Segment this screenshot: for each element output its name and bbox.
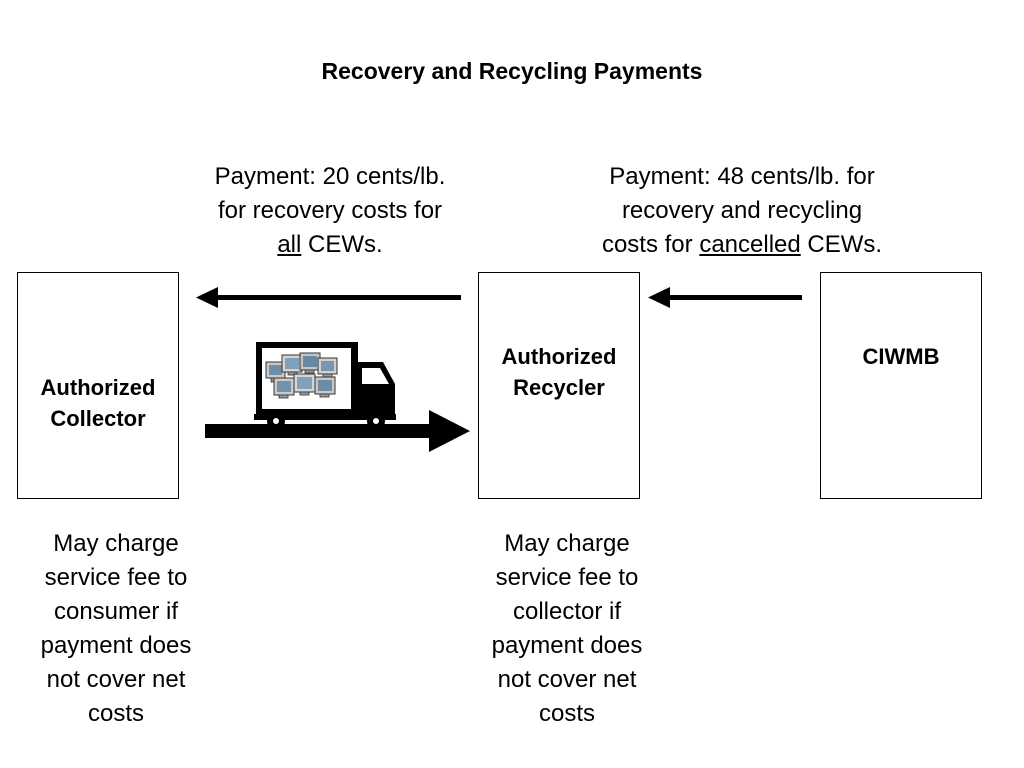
- diagram-title: Recovery and Recycling Payments: [321, 58, 703, 84]
- box-label: Authorized Collector: [18, 372, 178, 434]
- note-line: costs: [87, 700, 144, 727]
- note-line: costs: [538, 700, 595, 727]
- box-label: CIWMB: [862, 344, 940, 369]
- payment-line: Payment: 48 cents/lb. for: [609, 163, 875, 190]
- authorized-collector-box: Authorized Collector: [17, 272, 179, 499]
- note-line: payment does: [491, 632, 643, 659]
- ciwmb-box: CIWMB: [820, 272, 982, 499]
- note-line: not cover net: [497, 666, 637, 693]
- emphasis-all: all: [277, 231, 302, 258]
- payment-line-rest: CEWs.: [301, 231, 383, 258]
- payment-line-rest: CEWs.: [800, 231, 883, 258]
- note-line: service fee to: [495, 564, 639, 591]
- box-label-line: Collector: [50, 406, 146, 431]
- payment-label-recycler-to-collector: Payment: 20 cents/lb. for recovery costs…: [160, 160, 500, 262]
- emphasis-cancelled: cancelled: [699, 231, 801, 258]
- collector-fee-note: May charge service fee to consumer if pa…: [16, 527, 216, 731]
- payment-arrow-left-1: [196, 287, 461, 308]
- authorized-recycler-box: Authorized Recycler: [478, 272, 640, 499]
- payment-line: Payment: 20 cents/lb.: [214, 163, 446, 190]
- box-label-line: Authorized: [501, 344, 617, 369]
- note-line: payment does: [40, 632, 192, 659]
- note-line: collector if: [512, 598, 622, 625]
- payment-line: recovery and recycling: [621, 197, 863, 224]
- recycler-fee-note: May charge service fee to collector if p…: [467, 527, 667, 731]
- box-label-line: Authorized: [40, 375, 156, 400]
- note-line: not cover net: [46, 666, 186, 693]
- note-line: service fee to: [44, 564, 188, 591]
- payment-line-prefix: costs for: [601, 231, 700, 258]
- payment-line: for recovery costs for: [217, 197, 443, 224]
- computer-monitors-icon: [265, 352, 338, 399]
- payment-arrow-left-2: [648, 287, 802, 308]
- payment-label-ciwmb-to-recycler: Payment: 48 cents/lb. for recovery and r…: [562, 160, 922, 262]
- note-line: consumer if: [53, 598, 179, 625]
- payment-line: costs for cancelled CEWs.: [562, 228, 922, 262]
- note-line: May charge: [53, 530, 179, 557]
- note-line: May charge: [504, 530, 630, 557]
- box-label-line: Recycler: [513, 375, 605, 400]
- payment-line: all CEWs.: [160, 228, 500, 262]
- box-label: Authorized Recycler: [479, 341, 639, 403]
